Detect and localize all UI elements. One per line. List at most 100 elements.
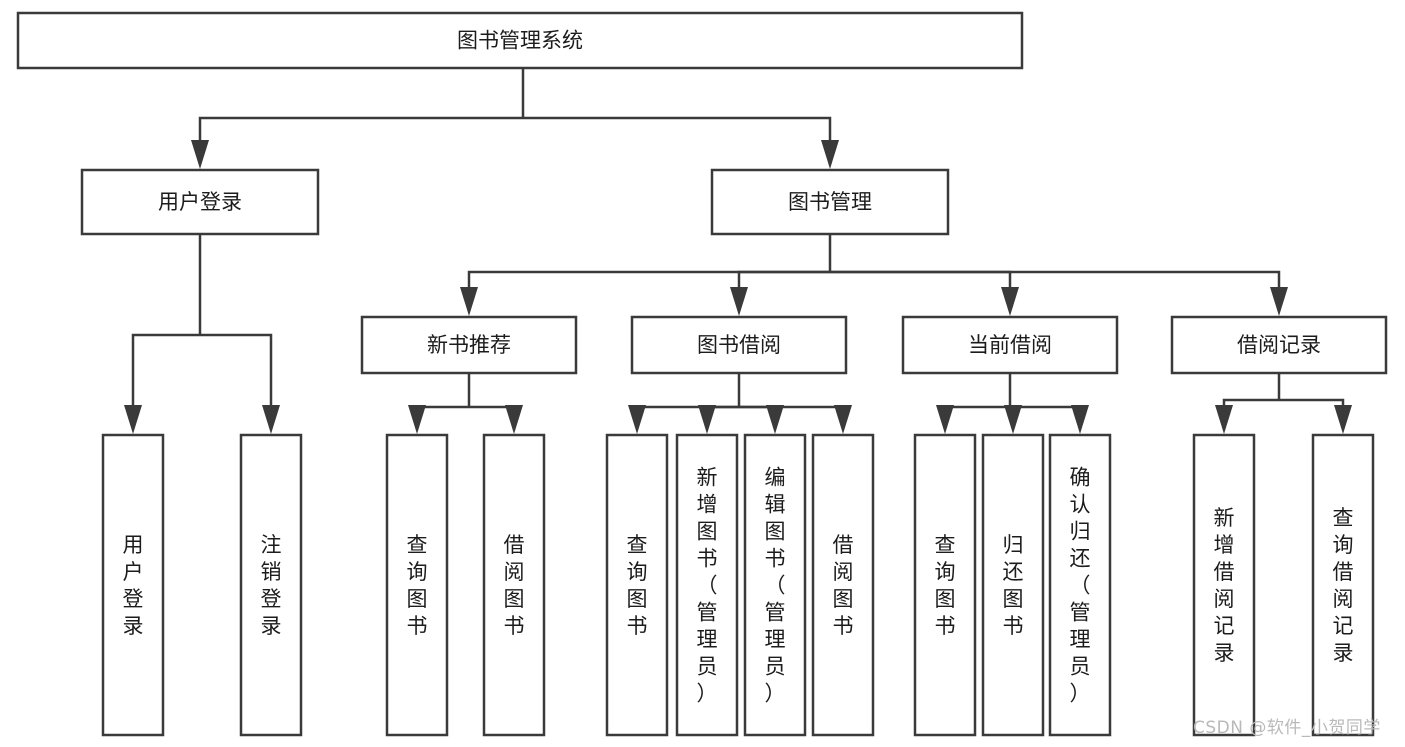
connector-line — [943, 405, 1010, 409]
connector-book-manage-to-new-book-recommend — [460, 270, 830, 316]
connector-book-borrow-to-leaf-add-book-admin — [698, 405, 739, 434]
arrow-head-icon — [1001, 287, 1019, 316]
node-label: 用户登录 — [158, 190, 242, 214]
connector-user-login-to-leaf-logout-login — [200, 333, 280, 434]
node-box-leaf-return-book[interactable] — [981, 433, 1045, 737]
connector-current-borrow-to-leaf-confirm-return-admin — [1010, 405, 1089, 434]
node-leaf-query-book-2[interactable]: 查询图书 — [605, 433, 669, 737]
node-box-leaf-borrow-book-1[interactable] — [482, 433, 546, 737]
node-label: 借阅图书 — [833, 533, 854, 638]
node-current-borrow[interactable]: 当前借阅 — [901, 315, 1119, 375]
arrow-head-icon — [698, 405, 716, 434]
node-box-leaf-borrow-book-2[interactable] — [811, 433, 875, 737]
connector-new-book-recommend-to-leaf-borrow-book-1 — [469, 405, 523, 434]
connector-line — [737, 270, 830, 287]
node-leaf-borrow-book-1[interactable]: 借阅图书 — [482, 433, 546, 737]
arrow-head-icon — [1215, 405, 1233, 434]
node-box-book-manage[interactable] — [710, 168, 950, 236]
connector-book-borrow-to-leaf-edit-book-admin — [739, 405, 784, 434]
node-label: 查询借阅记录 — [1333, 506, 1354, 665]
arrow-head-icon — [1334, 405, 1352, 434]
connector-borrow-record-to-leaf-add-borrow-record — [1215, 398, 1279, 434]
edge-layer — [124, 68, 1352, 434]
arrow-head-icon — [1270, 287, 1288, 316]
node-user-login[interactable]: 用户登录 — [80, 168, 320, 236]
node-layer: 图书管理系统用户登录图书管理新书推荐图书借阅当前借阅借阅记录用户登录注销登录查询… — [16, 11, 1388, 737]
arrow-head-icon — [124, 405, 142, 434]
node-leaf-query-book-1[interactable]: 查询图书 — [385, 433, 449, 737]
node-box-leaf-query-book-1[interactable] — [385, 433, 449, 737]
node-leaf-add-borrow-record[interactable]: 新增借阅记录 — [1192, 433, 1256, 737]
connector-book-borrow-to-leaf-borrow-book-2 — [739, 405, 852, 434]
node-leaf-logout-login[interactable]: 注销登录 — [239, 433, 303, 737]
node-box-leaf-edit-book-admin[interactable] — [743, 433, 807, 737]
connector-line — [523, 116, 832, 140]
node-label: 借阅记录 — [1237, 333, 1321, 357]
node-new-book-recommend[interactable]: 新书推荐 — [360, 315, 578, 375]
node-label: 用户登录 — [123, 533, 144, 638]
connector-line — [467, 270, 830, 287]
connector-borrow-record-to-leaf-query-borrow-record — [1279, 398, 1352, 434]
arrow-head-icon — [1071, 405, 1089, 434]
node-box-leaf-query-book-2[interactable] — [605, 433, 669, 737]
connector-line — [198, 116, 523, 140]
arrow-head-icon — [821, 140, 839, 169]
node-root[interactable]: 图书管理系统 — [16, 11, 1024, 70]
connector-book-manage-to-book-borrow — [730, 270, 830, 316]
arrow-head-icon — [1004, 405, 1022, 434]
arrow-head-icon — [834, 405, 852, 434]
connector-user-login-to-leaf-user-login — [124, 333, 200, 434]
node-box-leaf-confirm-return-admin[interactable] — [1048, 433, 1112, 737]
node-leaf-return-book[interactable]: 归还图书 — [981, 433, 1045, 737]
arrow-head-icon — [730, 287, 748, 316]
node-label: 查询图书 — [407, 533, 428, 638]
node-box-new-book-recommend[interactable] — [360, 315, 578, 375]
node-box-root[interactable] — [16, 11, 1024, 70]
node-box-leaf-query-book-3[interactable] — [913, 433, 977, 737]
node-book-borrow[interactable]: 图书借阅 — [630, 315, 848, 375]
connector-book-manage-to-current-borrow — [830, 270, 1019, 316]
node-leaf-add-book-admin[interactable]: 新增图书（管理员） — [675, 433, 739, 737]
node-leaf-query-book-3[interactable]: 查询图书 — [913, 433, 977, 737]
connector-line — [830, 270, 1281, 287]
node-label: 借阅图书 — [504, 533, 525, 638]
node-box-book-borrow[interactable] — [630, 315, 848, 375]
node-borrow-record[interactable]: 借阅记录 — [1170, 315, 1388, 375]
connector-root-to-user-login — [191, 116, 523, 169]
connector-book-manage-to-borrow-record — [830, 270, 1288, 316]
node-box-leaf-logout-login[interactable] — [239, 433, 303, 737]
connector-book-borrow-to-leaf-query-book-2 — [628, 405, 739, 434]
node-label: 图书管理系统 — [457, 29, 583, 53]
connector-line — [1279, 398, 1345, 405]
node-label: 注销登录 — [261, 533, 282, 638]
node-leaf-borrow-book-2[interactable]: 借阅图书 — [811, 433, 875, 737]
node-box-user-login[interactable] — [80, 168, 320, 236]
arrow-head-icon — [460, 287, 478, 316]
node-label: 查询图书 — [935, 533, 956, 638]
node-leaf-query-borrow-record[interactable]: 查询借阅记录 — [1311, 433, 1375, 737]
connector-line — [131, 333, 200, 405]
node-box-leaf-user-login[interactable] — [101, 433, 165, 737]
connector-line — [739, 405, 845, 409]
node-label: 图书借阅 — [697, 333, 781, 357]
arrow-head-icon — [766, 405, 784, 434]
node-label: 新书推荐 — [427, 333, 511, 357]
node-book-manage[interactable]: 图书管理 — [710, 168, 950, 236]
node-label: 新增借阅记录 — [1214, 506, 1235, 665]
node-box-current-borrow[interactable] — [901, 315, 1119, 375]
node-box-leaf-add-borrow-record[interactable] — [1192, 433, 1256, 737]
arrow-head-icon — [408, 405, 426, 434]
node-label: 归还图书 — [1003, 533, 1024, 638]
node-leaf-user-login[interactable]: 用户登录 — [101, 433, 165, 737]
node-label: 新增图书（管理员） — [697, 466, 718, 706]
node-box-leaf-query-borrow-record[interactable] — [1311, 433, 1375, 737]
node-box-leaf-add-book-admin[interactable] — [675, 433, 739, 737]
connector-current-borrow-to-leaf-query-book-3 — [936, 405, 1010, 434]
node-box-borrow-record[interactable] — [1170, 315, 1388, 375]
connector-root-to-book-manage — [523, 116, 839, 169]
node-leaf-edit-book-admin[interactable]: 编辑图书（管理员） — [743, 433, 807, 737]
connector-line — [830, 270, 1012, 287]
node-leaf-confirm-return-admin[interactable]: 确认归还（管理员） — [1048, 433, 1112, 737]
node-label: 确认归还（管理员） — [1070, 466, 1091, 706]
